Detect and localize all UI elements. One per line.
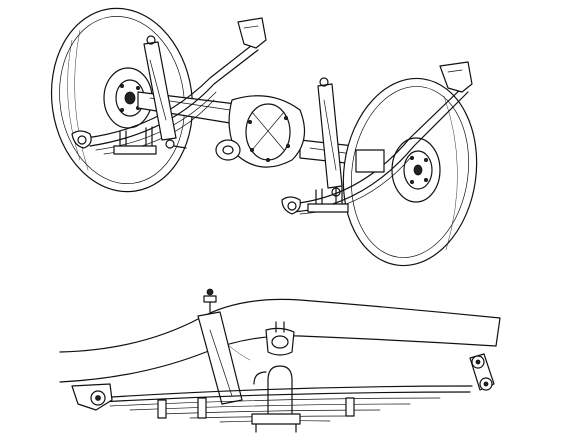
frame-bracket xyxy=(265,321,295,356)
axle-assembly-view xyxy=(50,7,478,267)
left-shock-absorber xyxy=(143,35,187,149)
side-shock-absorber xyxy=(197,288,243,405)
side-leaf-pack xyxy=(95,385,473,423)
differential xyxy=(215,95,306,168)
right-brake-drum xyxy=(391,137,441,203)
spring-clips xyxy=(157,397,355,419)
front-spring-eye xyxy=(71,383,113,411)
leaf-spring-side-view xyxy=(59,288,501,433)
right-leaf-spring xyxy=(281,61,473,215)
rear-shackle xyxy=(469,353,495,391)
u-bolt-clamp xyxy=(251,365,301,433)
right-shock-absorber xyxy=(317,77,343,197)
